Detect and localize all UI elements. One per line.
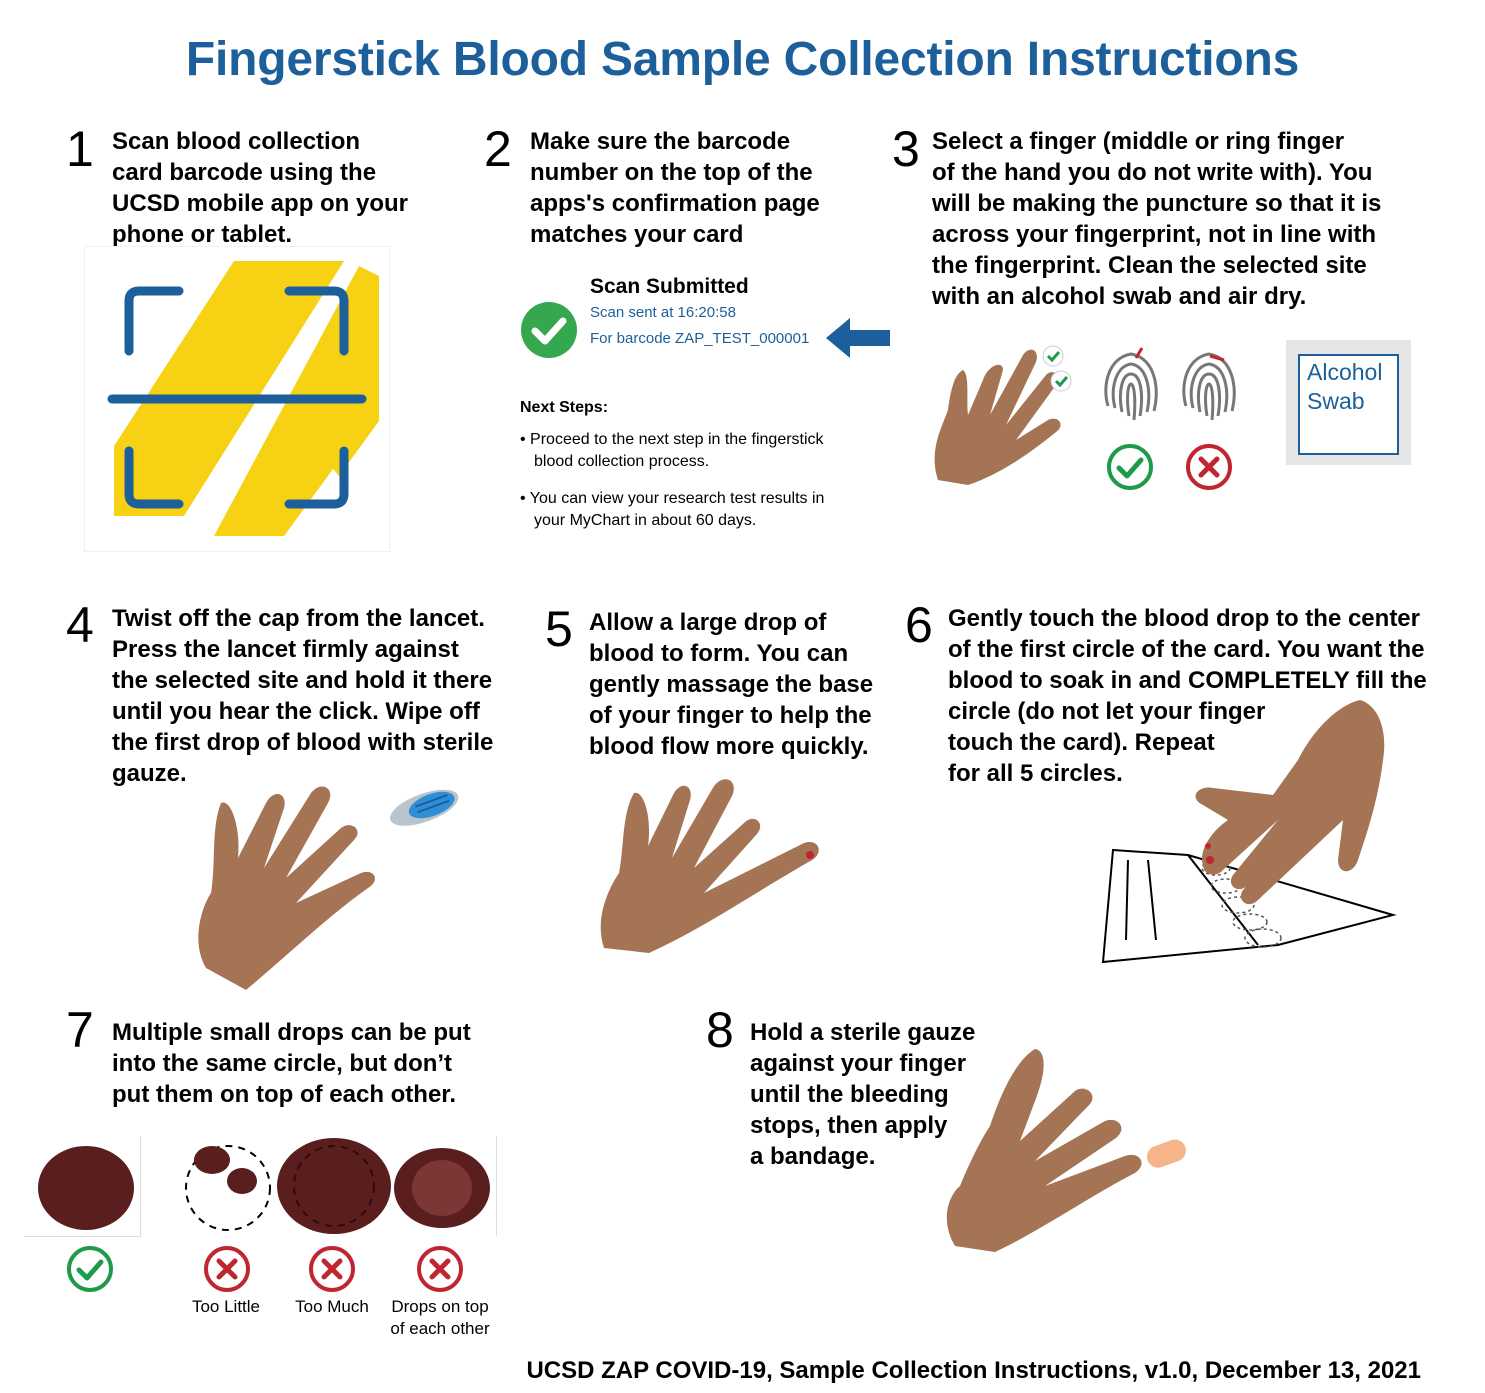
step-3-text: Select a finger (middle or ring finger o…	[932, 128, 1382, 310]
scan-barcode: For barcode ZAP_TEST_000001	[590, 330, 810, 347]
step-6-text: Gently touch the blood drop to the cente…	[948, 605, 1427, 787]
scan-app-icon	[84, 246, 390, 552]
step-3-number: 3	[892, 121, 920, 177]
scan-sent-time: Scan sent at 16:20:58	[590, 304, 736, 321]
step-5-number: 5	[545, 601, 573, 657]
arrow-left-icon	[826, 318, 892, 358]
page-title: Fingerstick Blood Sample Collection Inst…	[185, 33, 1300, 86]
check-correct-icon	[66, 1245, 114, 1293]
hand-lancet-illustration	[186, 768, 466, 992]
step-5-text: Allow a large drop of blood to form. You…	[589, 609, 874, 760]
hand-on-card-illustration	[1098, 700, 1398, 966]
step-1-text: Scan blood collection card barcode using…	[112, 128, 409, 248]
step-2-number: 2	[484, 121, 512, 177]
x-too-little-icon	[203, 1245, 251, 1293]
step-8-text: Hold a sterile gauze against your finger…	[750, 1019, 976, 1170]
step-7-number: 7	[66, 1002, 94, 1058]
drop-incorrect-examples	[180, 1136, 497, 1236]
next-step-bullet-1: • Proceed to the next step in the finger…	[520, 431, 824, 470]
scan-submitted-heading: Scan Submitted	[590, 275, 749, 298]
check-circle-icon	[520, 301, 578, 359]
step-4-text: Twist off the cap from the lancet. Press…	[112, 605, 494, 787]
x-too-much-icon	[308, 1245, 356, 1293]
step-8-number: 8	[706, 1002, 734, 1058]
drop-correct-example	[24, 1136, 141, 1237]
hand-finger-select-illustration	[928, 340, 1078, 490]
check-correct-icon	[1106, 443, 1154, 491]
alcohol-swab-pad	[1298, 354, 1399, 455]
hand-blood-drop-illustration	[594, 768, 834, 954]
next-steps-heading: Next Steps:	[520, 399, 609, 416]
x-drops-on-top-icon	[416, 1245, 464, 1293]
step-2-text: Make sure the barcode number on the top …	[530, 128, 820, 248]
fingerprint-incorrect-icon	[1176, 346, 1242, 430]
x-incorrect-icon	[1185, 443, 1233, 491]
alcohol-swab: Alcohol Swab	[1286, 340, 1411, 465]
alcohol-swab-label: Alcohol Swab	[1307, 359, 1383, 414]
hand-bandage-illustration	[940, 1046, 1200, 1252]
step-1-number: 1	[66, 121, 94, 177]
step-4-number: 4	[66, 597, 94, 653]
next-step-bullet-2: • You can view your research test result…	[520, 490, 825, 529]
caption-drops-on-top: Drops on top of each other	[390, 1297, 490, 1338]
step-7-text: Multiple small drops can be put into the…	[112, 1019, 471, 1108]
fingerprint-correct-icon	[1098, 346, 1164, 430]
footer-version: UCSD ZAP COVID-19, Sample Collection Ins…	[526, 1357, 1421, 1384]
step-6-number: 6	[905, 597, 933, 653]
caption-too-much: Too Much	[295, 1297, 369, 1316]
caption-too-little: Too Little	[191, 1297, 261, 1316]
